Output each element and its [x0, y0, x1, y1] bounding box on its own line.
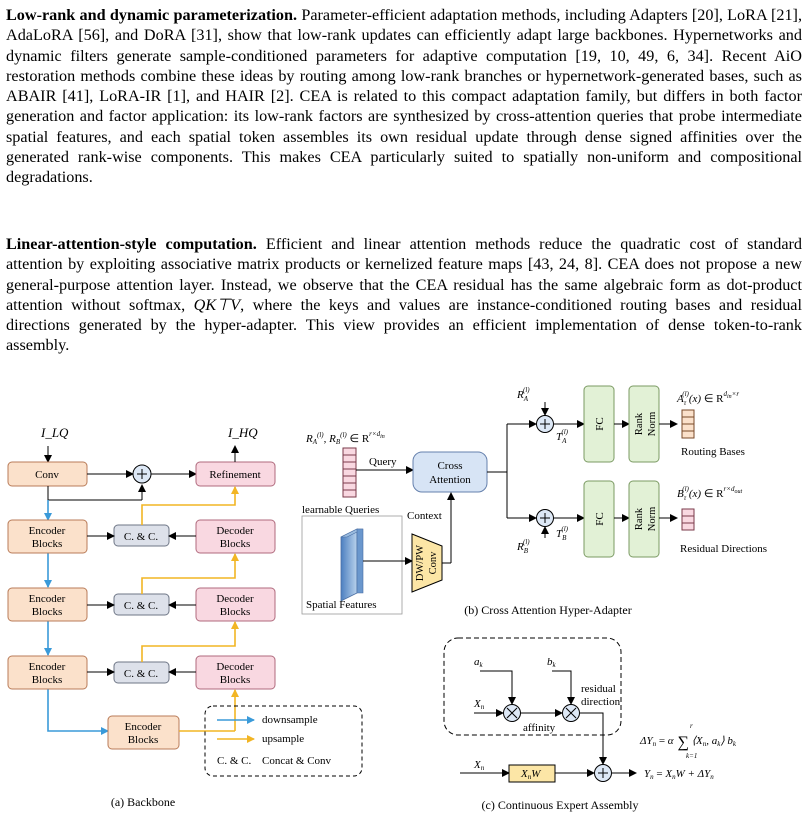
decoder-block-1: Decoder Blocks [195, 519, 276, 554]
conv-label: Conv [35, 469, 59, 481]
cc-block-3: C. & C. [113, 661, 170, 684]
svg-text:Rank: Rank [634, 412, 645, 435]
label-ra: RA(l) [516, 386, 530, 403]
hyper-adapter-diagram: RA(l), RB(l) ∈ Rr×din Query learnable Qu… [301, 385, 767, 617]
svg-text:Blocks: Blocks [220, 674, 251, 686]
spatial-features-panel: Spatial Features [301, 515, 403, 615]
svg-text:r: r [690, 722, 693, 730]
cross-attention-block [412, 451, 488, 493]
residual-directions-stack [681, 508, 695, 531]
svg-text:Encoder: Encoder [29, 525, 66, 537]
learnable-queries-stack [342, 447, 357, 498]
label-learnable-queries: learnable Queries [302, 504, 379, 516]
paragraph-body-part2: , where the keys and values are instance… [6, 295, 802, 355]
paragraph-low-rank: Low-rank and dynamic parameterization. P… [6, 5, 802, 188]
encoder-block-2: Encoder Blocks [7, 587, 88, 622]
svg-text:Norm: Norm [647, 507, 658, 532]
label-bk: bk [547, 656, 557, 669]
svg-text:Encoder: Encoder [29, 661, 66, 673]
cc-block-2: C. & C. [113, 593, 170, 616]
backbone-diagram: I_LQ Conv Refinement I_HQ Encoder Blocks [7, 425, 363, 809]
svg-text:Decoder: Decoder [216, 525, 254, 537]
dwpw-conv-block [411, 533, 443, 593]
legend-cc-abbr: C. & C. [217, 755, 251, 767]
label-ak: ak [474, 656, 484, 669]
paragraph-linear-attention: Linear-attention-style computation. Effi… [6, 234, 802, 356]
paragraph-body: Parameter-efficient adaptation methods, … [6, 6, 802, 187]
formula-qkv: QK⊤V [193, 295, 241, 314]
fc-block-bottom [583, 480, 615, 558]
svg-text:Conv: Conv [428, 551, 439, 575]
caption-cea: (c) Continuous Expert Assembly [482, 798, 639, 812]
label-xn-top: Xn [473, 698, 485, 711]
refinement-label: Refinement [209, 469, 260, 481]
svg-text:Blocks: Blocks [128, 734, 159, 746]
svg-text:FC: FC [594, 417, 606, 430]
svg-text:C. & C.: C. & C. [124, 531, 158, 543]
decoder-block-3: Decoder Blocks [195, 655, 276, 690]
decoder-block-2: Decoder Blocks [195, 587, 276, 622]
encoder-block-4: Encoder Blocks [107, 715, 180, 750]
svg-text:Decoder: Decoder [216, 593, 254, 605]
svg-text:Blocks: Blocks [220, 606, 251, 618]
svg-text:Blocks: Blocks [220, 538, 251, 550]
rank-norm-block-bottom [628, 480, 660, 558]
cc-block-1: C. & C. [113, 524, 170, 547]
svg-text:C. & C.: C. & C. [124, 600, 158, 612]
label-residual-direction-2: direction [581, 696, 621, 708]
paragraph-heading: Low-rank and dynamic parameterization. [6, 6, 298, 24]
caption-backbone: (a) Backbone [111, 795, 175, 809]
svg-text:Encoder: Encoder [125, 721, 162, 733]
svg-text:Rank: Rank [634, 507, 645, 530]
label-residual-formula: Bτ(l)(x) ∈ Rr×dout [677, 485, 742, 502]
label-query: Query [369, 456, 397, 468]
label-routing-formula: Aτ(l)(x) ∈ Rdin×r [676, 390, 739, 407]
label-routing-bases: Routing Bases [681, 446, 745, 458]
svg-text:k=1: k=1 [686, 752, 697, 760]
paragraph-body-part1: Efficient and linear attention methods r… [6, 235, 802, 314]
label-affinity: affinity [523, 722, 556, 734]
formula-yn: Yn = XnW + ΔYn [644, 768, 714, 781]
paragraph-heading: Linear-attention-style computation. [6, 235, 257, 253]
formula-delta-y: ΔYn = α ∑ ⟨Xn, ak⟩ bk [639, 734, 737, 751]
svg-text:Attention: Attention [429, 474, 471, 486]
cea-dashed-box [443, 637, 622, 736]
svg-text:Blocks: Blocks [32, 674, 63, 686]
backbone-legend: downsample upsample C. & C. Concat & Con… [204, 705, 363, 777]
svg-text:Norm: Norm [647, 412, 658, 437]
label-residual-direction-1: residual [581, 683, 616, 695]
label-context: Context [407, 510, 442, 522]
legend-downsample: downsample [262, 714, 318, 726]
label-rb: RB(l) [516, 538, 530, 555]
label-spatial-features: Spatial Features [306, 599, 377, 611]
caption-hyper-adapter: (b) Cross Attention Hyper-Adapter [464, 603, 631, 617]
label-residual-directions: Residual Directions [680, 543, 767, 555]
label-ilq: I_LQ [40, 425, 69, 440]
label-ta: TA(l) [556, 428, 569, 445]
label-ihq: I_HQ [227, 425, 258, 440]
routing-bases-stack [681, 409, 695, 439]
label-ra-rb: RA(l), RB(l) ∈ Rr×din [305, 430, 385, 446]
encoder-block-3: Encoder Blocks [7, 655, 88, 690]
svg-text:C. & C.: C. & C. [124, 668, 158, 680]
svg-text:Encoder: Encoder [29, 593, 66, 605]
encoder-block-1: Encoder Blocks [7, 519, 88, 554]
svg-text:XnW: XnW [520, 768, 541, 781]
svg-text:Decoder: Decoder [216, 661, 254, 673]
label-xn-bottom: Xn [473, 759, 485, 772]
legend-upsample: upsample [262, 733, 304, 745]
legend-cc-full: Concat & Conv [262, 755, 332, 767]
svg-text:DW/PW: DW/PW [415, 545, 426, 581]
svg-text:Blocks: Blocks [32, 606, 63, 618]
svg-text:Blocks: Blocks [32, 538, 63, 550]
svg-text:Cross: Cross [437, 460, 462, 472]
cea-diagram: ak bk Xn affinity residual direction ΔYn… [443, 637, 737, 812]
label-tb: TB(l) [556, 525, 569, 542]
svg-text:FC: FC [594, 512, 606, 525]
